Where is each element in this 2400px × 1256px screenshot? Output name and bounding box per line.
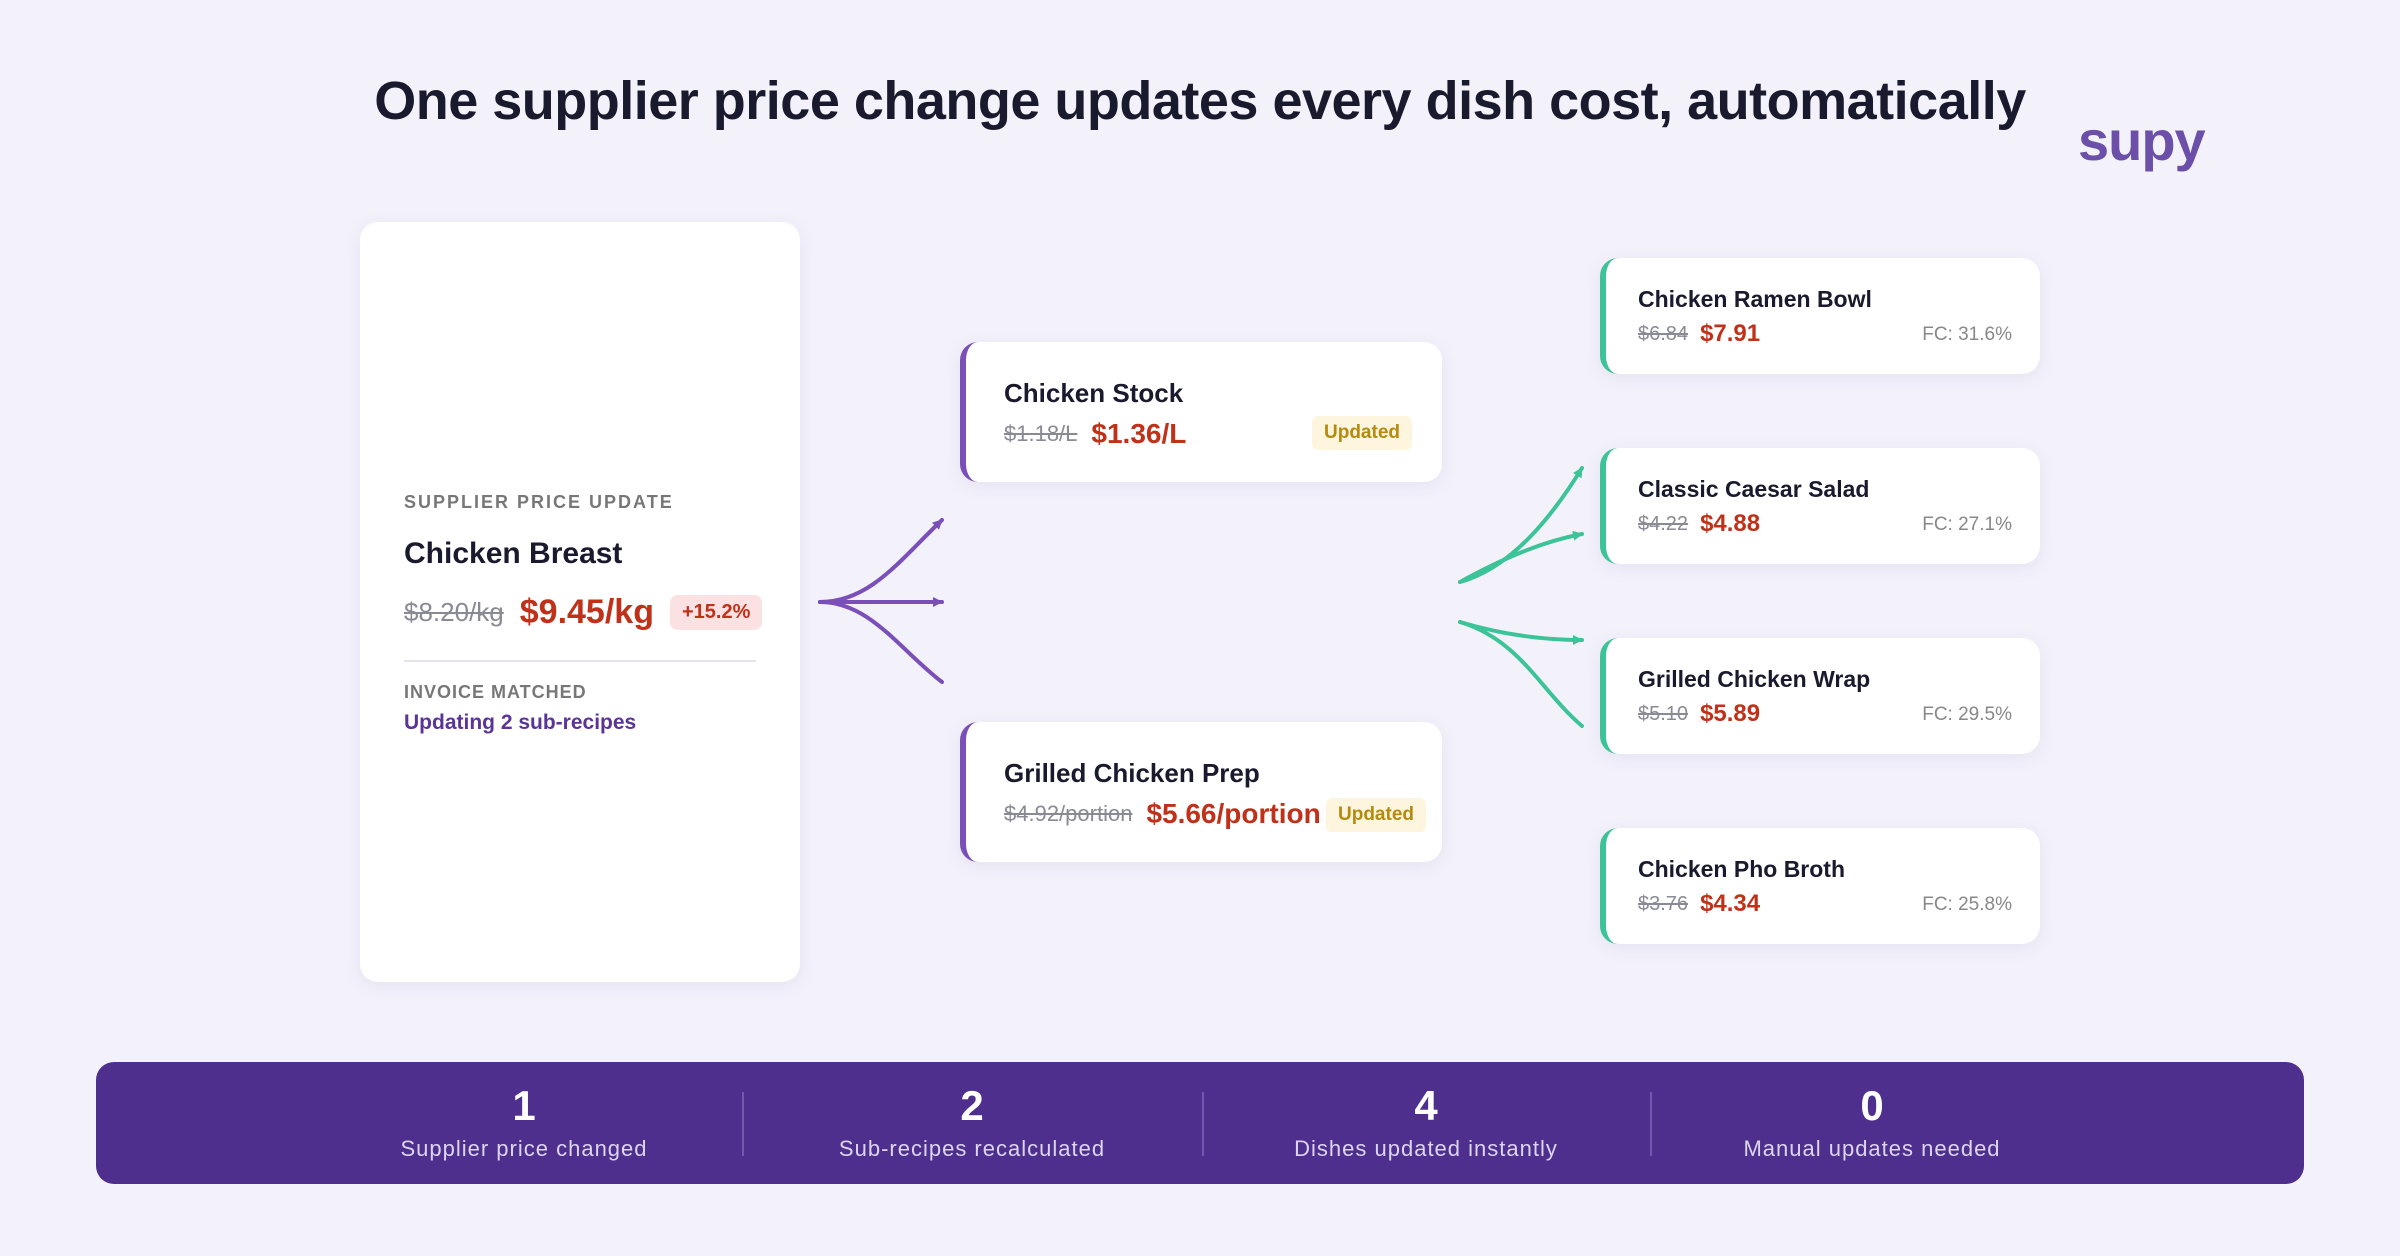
connector-supplier-to-stock (818, 518, 944, 604)
stat-divider (742, 1092, 744, 1156)
stat-label: Manual updates needed (1743, 1136, 2001, 1161)
price-change-badge: +15.2% (669, 595, 763, 630)
dish-card: Chicken Ramen Bowl $6.84 $7.91 FC: 31.6% (1600, 258, 2040, 374)
dish-old-price: $5.10 (1638, 702, 1689, 725)
supplier-old-price: $8.20/kg (404, 597, 504, 627)
supplier-card: SUPPLIER PRICE UPDATE Chicken Breast $8.… (360, 222, 800, 982)
food-cost-percent: FC: 31.6% (1922, 324, 2012, 345)
stat-divider (1650, 1092, 1652, 1156)
supplier-price-row: $8.20/kg $9.45/kg +15.2% (404, 593, 763, 632)
dish-name: Grilled Chicken Wrap (1638, 666, 1871, 692)
dish-new-price: $5.89 (1700, 700, 1761, 727)
dish-new-price: $7.91 (1700, 320, 1761, 347)
sub-recipe-card: Chicken Stock $1.18/L $1.36/L Updated (960, 342, 1442, 482)
connector-to-caesar (1458, 530, 1584, 584)
dish-name: Chicken Pho Broth (1638, 856, 1846, 882)
updated-badge: Updated (1326, 798, 1426, 832)
updated-badge: Updated (1312, 416, 1412, 450)
food-cost-percent: FC: 27.1% (1922, 514, 2012, 535)
dish-old-price: $6.84 (1638, 322, 1689, 345)
food-cost-percent: FC: 29.5% (1922, 704, 2012, 725)
stat-item: 4 Dishes updated instantly (1226, 1082, 1626, 1162)
dish-old-price: $3.76 (1638, 892, 1689, 915)
stat-item: 1 Supplier price changed (324, 1082, 724, 1162)
invoice-status-label: INVOICE MATCHED (404, 682, 587, 702)
stat-value: 4 (1414, 1082, 1438, 1129)
supy-logo: supy (2078, 109, 2206, 172)
dish-new-price: $4.34 (1700, 890, 1761, 917)
connector-supplier-to-prep (818, 600, 944, 684)
sub-recipe-name: Grilled Chicken Prep (1004, 758, 1260, 788)
food-cost-percent: FC: 25.8% (1922, 894, 2012, 915)
connector-to-pho (1458, 620, 1584, 728)
dish-card: Chicken Pho Broth $3.76 $4.34 FC: 25.8% (1600, 828, 2040, 944)
dish-old-price: $4.22 (1638, 512, 1689, 535)
stat-divider (1202, 1092, 1204, 1156)
stat-value: 2 (960, 1082, 984, 1129)
stat-label: Dishes updated instantly (1294, 1136, 1558, 1161)
dish-card: Grilled Chicken Wrap $5.10 $5.89 FC: 29.… (1600, 638, 2040, 754)
stat-value: 1 (512, 1082, 536, 1129)
supplier-new-price: $9.45/kg (519, 593, 654, 631)
stat-item: 2 Sub-recipes recalculated (772, 1082, 1172, 1162)
dish-new-price: $4.88 (1700, 510, 1761, 537)
stat-label: Sub-recipes recalculated (838, 1136, 1106, 1161)
page-title: One supplier price change updates every … (374, 71, 2026, 131)
stat-value: 0 (1860, 1082, 1884, 1129)
sub-recipe-card: Grilled Chicken Prep $4.92/portion $5.66… (960, 722, 1442, 862)
divider (404, 660, 756, 662)
stats-bar: 1 Supplier price changed 2 Sub-recipes r… (96, 1062, 2304, 1184)
stat-label: Supplier price changed (400, 1136, 648, 1161)
supplier-eyebrow: SUPPLIER PRICE UPDATE (404, 492, 674, 512)
dish-name: Chicken Ramen Bowl (1638, 286, 1872, 312)
supplier-item-name: Chicken Breast (404, 537, 623, 570)
dish-name: Classic Caesar Salad (1638, 476, 1870, 502)
sub-recipe-new-price: $5.66/portion (1146, 798, 1321, 829)
sub-recipe-old-price: $1.18/L (1004, 421, 1078, 446)
stat-item: 0 Manual updates needed (1672, 1082, 2072, 1162)
invoice-status-text: Updating 2 sub-recipes (404, 711, 637, 734)
dish-card: Classic Caesar Salad $4.22 $4.88 FC: 27.… (1600, 448, 2040, 564)
connector-to-ramen (1458, 466, 1584, 584)
sub-recipe-name: Chicken Stock (1004, 378, 1184, 408)
sub-recipe-new-price: $1.36/L (1091, 418, 1187, 449)
sub-recipe-old-price: $4.92/portion (1004, 801, 1133, 826)
